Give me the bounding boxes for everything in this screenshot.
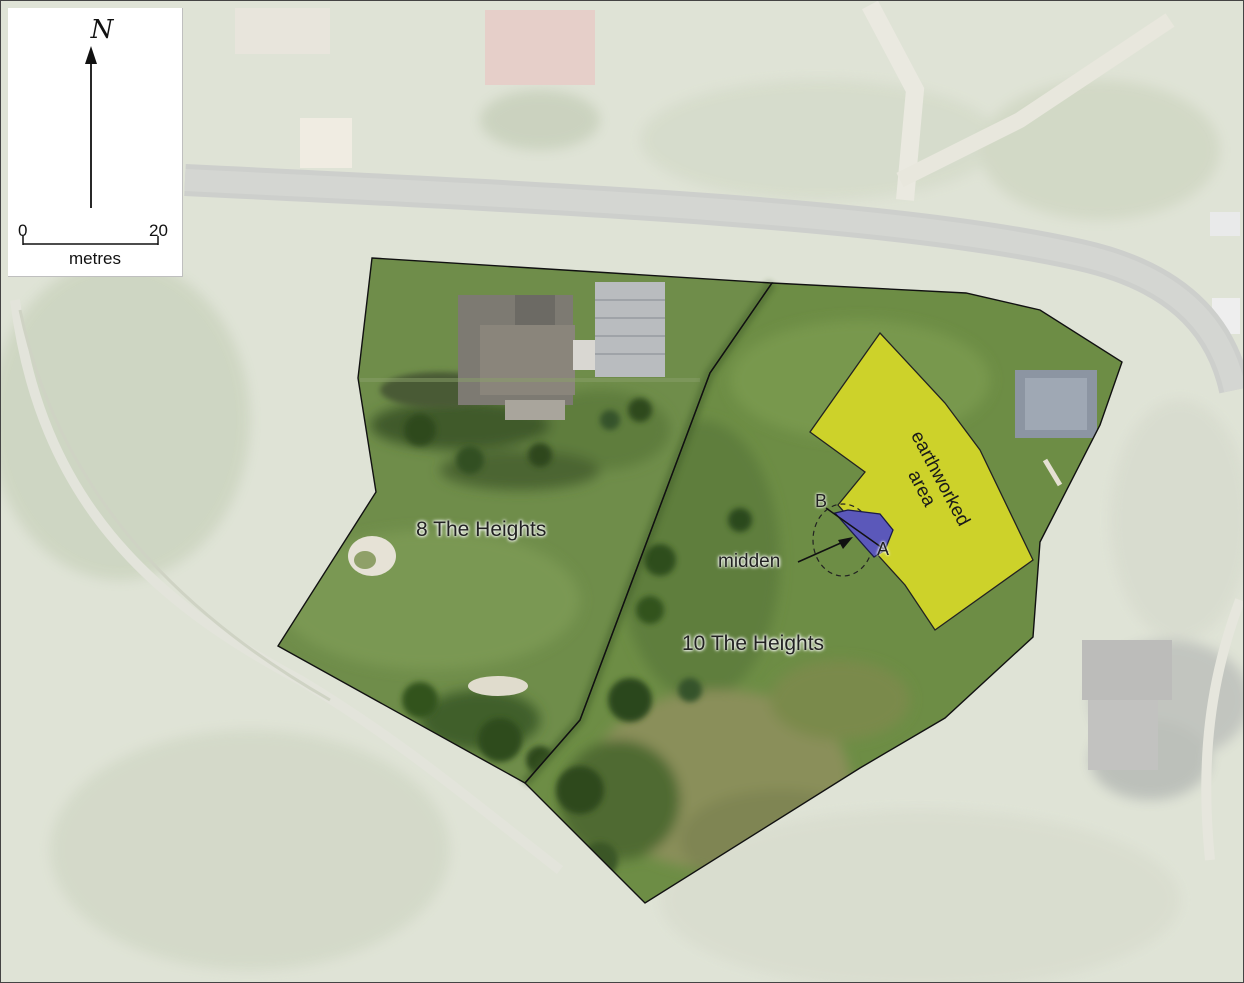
scale-bar-line <box>22 236 159 245</box>
lot-10-boundary <box>524 282 1123 904</box>
midden-label: midden <box>718 551 781 572</box>
road <box>184 164 1244 394</box>
north-arrow-legend: N 0 20 metres <box>8 8 183 277</box>
earthworked-area-polygon <box>809 331 1034 631</box>
section-point-a: A <box>877 539 890 559</box>
section-point-b: B <box>815 491 828 511</box>
midden-feature <box>797 503 894 577</box>
north-letter: N <box>90 15 114 45</box>
scale-end-label: 20 <box>149 221 168 240</box>
parcel-boundaries <box>277 257 1123 904</box>
parcel-label-lot-10: 10 The Heights <box>682 632 825 655</box>
scale-start-label: 0 <box>18 221 28 240</box>
north-arrow-icon <box>85 46 97 208</box>
parcel-label-lot-8: 8 The Heights <box>416 518 547 541</box>
scale-unit-label: metres <box>69 249 121 268</box>
